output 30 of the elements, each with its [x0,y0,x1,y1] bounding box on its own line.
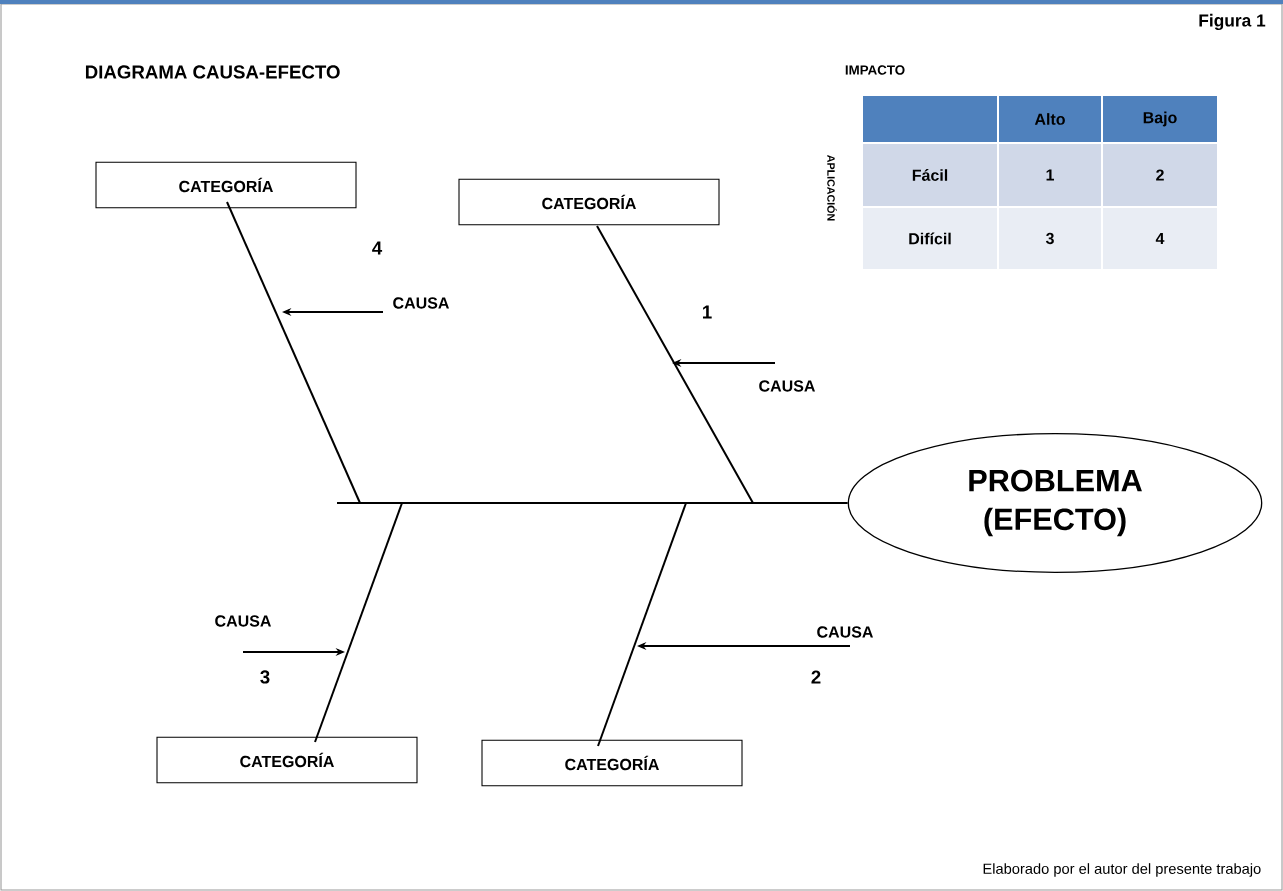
category-box: CATEGORÍA [458,178,720,226]
category-box: CATEGORÍA [156,736,418,784]
table-header-cell: Bajo [1101,94,1219,144]
table-cell: 3 [997,206,1103,271]
bone-line [597,502,687,747]
cause-label: CAUSA [759,380,815,392]
diagram-title: DIAGRAMA CAUSA-EFECTO [85,65,340,79]
bone-line [596,225,754,504]
bone-line [226,201,361,504]
table-cell: 4 [1101,206,1219,271]
cause-label: CAUSA [393,297,449,309]
category-number: 1 [703,305,712,319]
table-cell: 2 [1101,142,1219,208]
category-number: 4 [372,241,383,255]
table-heading: IMPACTO [845,65,905,75]
table-cell: Fácil [861,142,999,208]
cause-label: CAUSA [215,615,271,627]
caption: Elaborado por el autor del presente trabajo [983,863,1261,877]
figure-number: Figura 1 [1199,13,1266,31]
table-header-cell: Alto [997,94,1103,144]
category-number: 2 [811,670,821,684]
category-number: 3 [260,670,270,684]
category-box: CATEGORÍA [95,161,357,209]
category-box: CATEGORÍA [481,739,743,787]
table-heading: APLICACIÓN [827,155,837,221]
table-cell: 1 [997,142,1103,208]
bone-line [314,502,403,743]
spine-line [336,502,849,504]
table-cell: Difícil [861,206,999,271]
cause-label: CAUSA [817,626,873,638]
